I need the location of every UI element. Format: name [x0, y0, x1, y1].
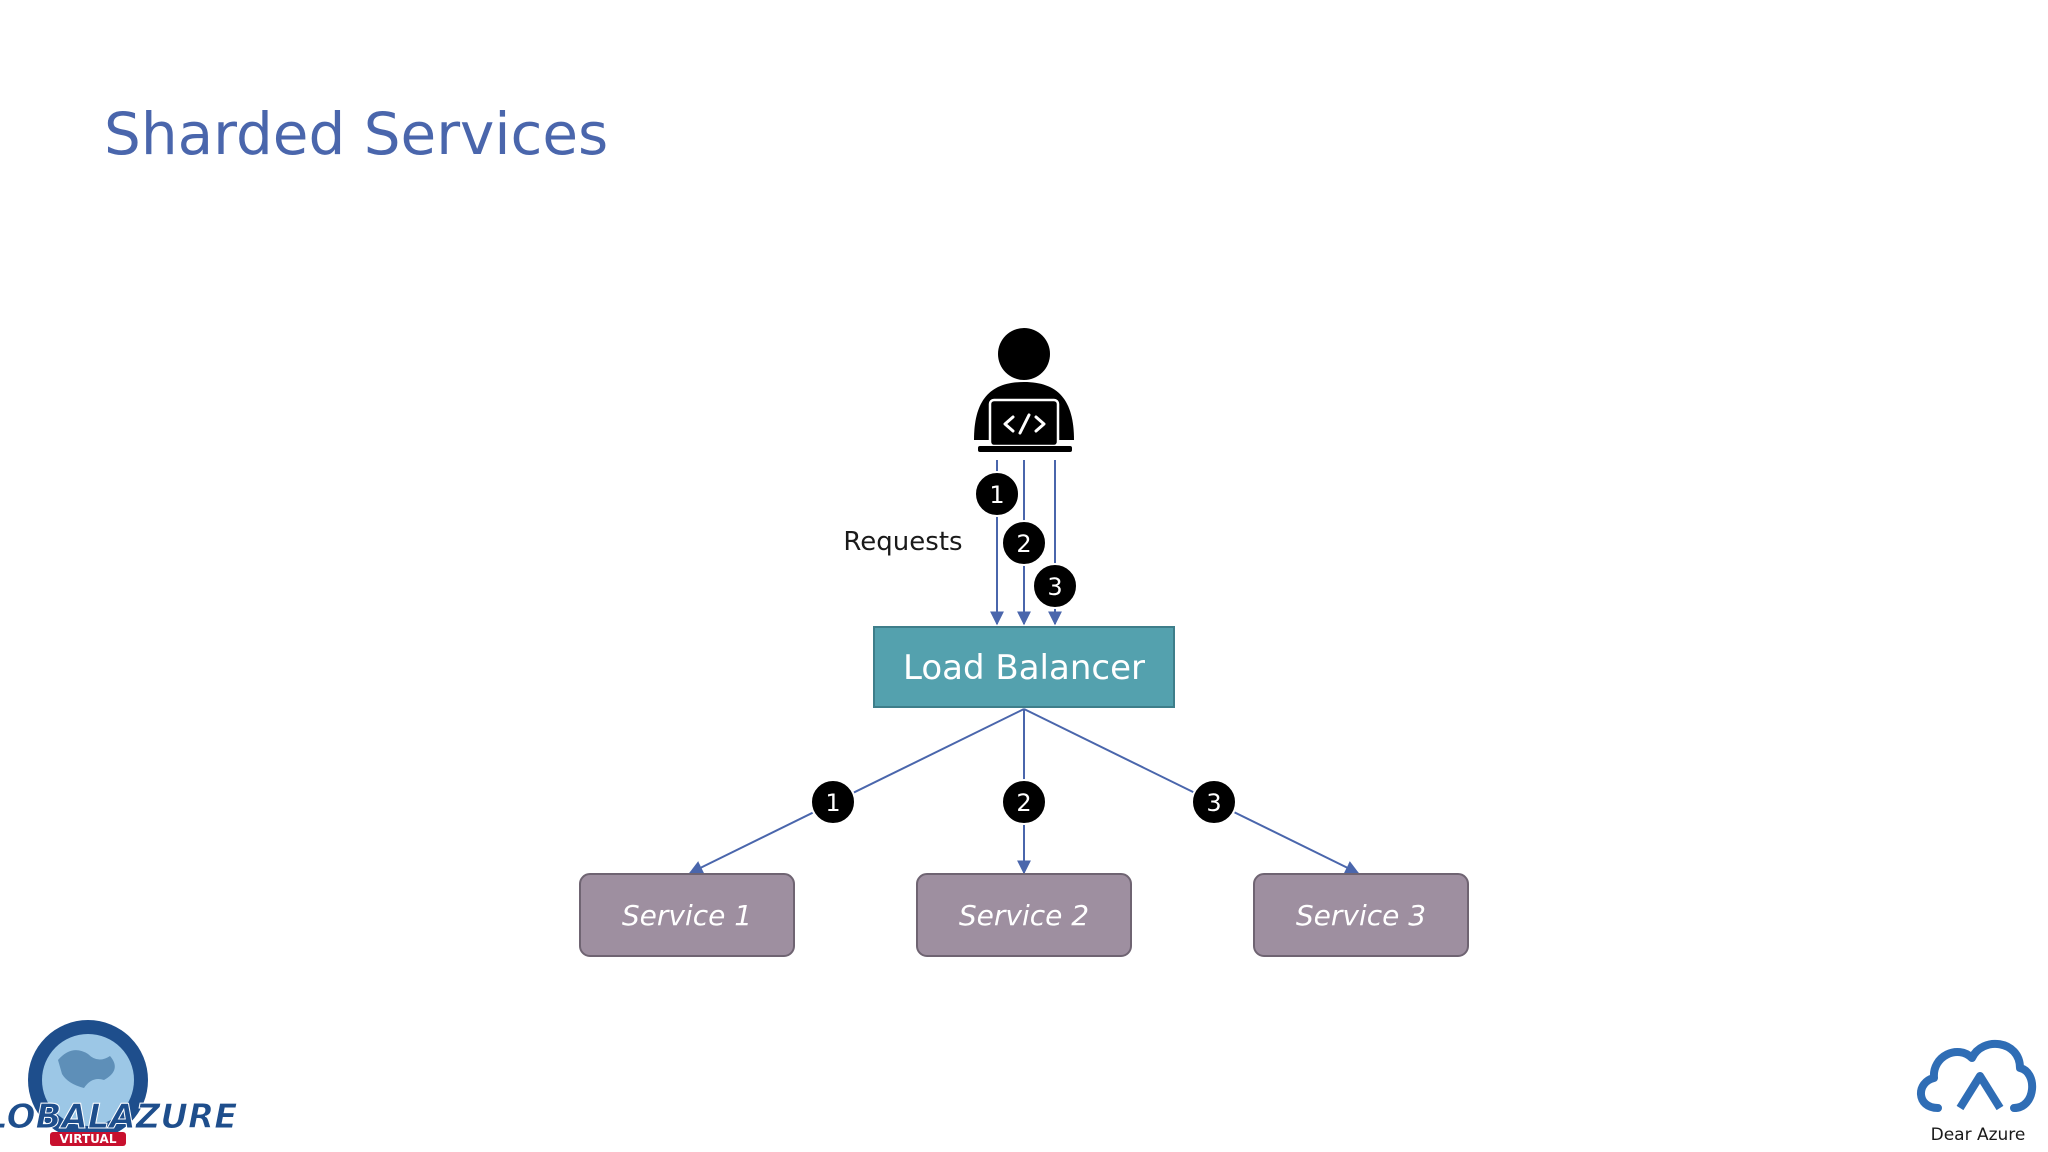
load-balancer-label: Load Balancer: [903, 648, 1145, 688]
svg-text:#GLOBALAZURE: #GLOBALAZURE: [0, 1097, 237, 1137]
svg-text:VIRTUAL: VIRTUAL: [60, 1132, 117, 1146]
svg-text:1: 1: [989, 481, 1004, 509]
svg-text:3: 3: [1047, 573, 1062, 601]
route-badge-1: 1: [810, 779, 856, 825]
route-badge-2: 2: [1001, 779, 1047, 825]
slide-title: Sharded Services: [104, 100, 609, 168]
route-arrow-1: [688, 708, 1025, 874]
route-badge-3: 3: [1191, 779, 1237, 825]
request-badge-1: 1: [974, 471, 1020, 517]
svg-text:2: 2: [1016, 789, 1031, 817]
dear-azure-logo: Dear Azure: [1917, 1039, 2037, 1145]
load-balancer-box: Load Balancer: [873, 626, 1175, 708]
global-azure-logo: #GLOBALAZURE VIRTUAL: [0, 1020, 238, 1146]
service-label-3: Service 3: [1296, 899, 1426, 932]
svg-text:3: 3: [1206, 789, 1221, 817]
service-box-2: Service 2: [916, 873, 1132, 957]
requests-label: Requests: [843, 527, 962, 557]
svg-text:2: 2: [1016, 530, 1031, 558]
svg-text:1: 1: [825, 789, 840, 817]
service-box-3: Service 3: [1253, 873, 1469, 957]
dear-azure-label: Dear Azure: [1931, 1125, 2026, 1145]
request-badge-2: 2: [1001, 520, 1047, 566]
service-box-1: Service 1: [579, 873, 795, 957]
request-badge-3: 3: [1032, 563, 1078, 609]
route-arrow-3: [1023, 708, 1360, 874]
developer-laptop-icon: [974, 328, 1074, 452]
service-label-1: Service 1: [622, 899, 752, 932]
cloud-icon: [1917, 1039, 2037, 1112]
service-label-2: Service 2: [959, 899, 1089, 932]
